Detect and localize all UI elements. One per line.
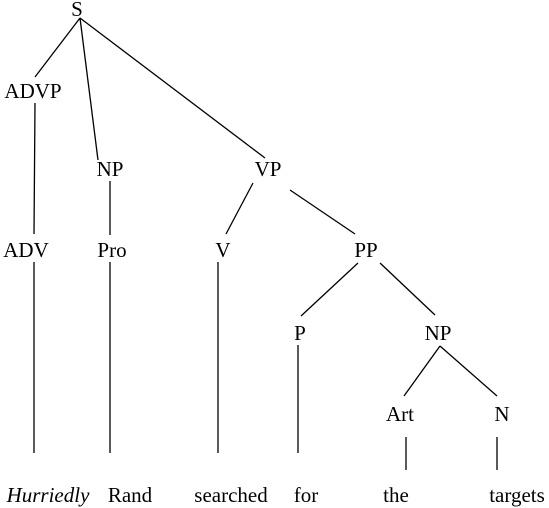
node-adv: ADV [3, 238, 49, 262]
word-for: for [294, 483, 319, 507]
word-targets: targets [489, 483, 545, 507]
tree-edges [33, 17, 498, 470]
node-pp: PP [354, 238, 377, 262]
edge-vp-pp [289, 189, 356, 235]
word-hurriedly: Hurriedly [6, 483, 91, 507]
node-pro: Pro [97, 238, 126, 262]
node-art: Art [386, 402, 414, 426]
edge-vp-v [225, 182, 254, 235]
node-v: V [215, 238, 230, 262]
word-searched: searched [194, 483, 268, 507]
node-np-subject: NP [97, 157, 124, 181]
node-np-object: NP [425, 321, 452, 345]
word-rand: Rand [108, 483, 153, 507]
word-the: the [383, 483, 409, 507]
edge-advp-adv [33, 102, 36, 235]
edge-pp-p [300, 262, 359, 317]
node-n: N [494, 402, 509, 426]
node-advp: ADVP [4, 79, 61, 103]
edge-np2-n [439, 345, 498, 397]
node-s: S [71, 0, 83, 21]
edge-s-advp [34, 17, 81, 78]
node-p: P [294, 321, 306, 345]
edge-s-vp [79, 17, 266, 159]
edge-pp-np2 [379, 262, 436, 316]
node-vp: VP [255, 157, 282, 181]
edge-np2-art [403, 345, 441, 397]
edge-s-np1 [79, 17, 99, 161]
